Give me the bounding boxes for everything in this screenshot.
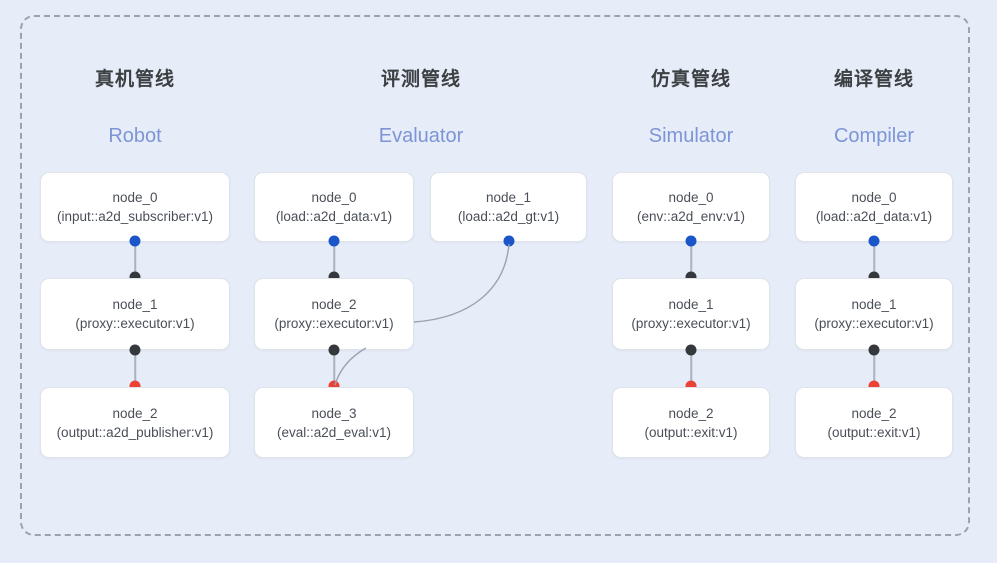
- column-title-en-robot: Robot: [108, 125, 162, 147]
- port-output-blue-icon[interactable]: [328, 235, 340, 247]
- node-card[interactable]: node_0 (env::a2d_env:v1): [612, 172, 770, 242]
- node-type: (output::exit:v1): [827, 424, 921, 440]
- node-name: node_0: [112, 190, 158, 205]
- node-name: node_1: [668, 297, 714, 312]
- port-input-red-icon[interactable]: [328, 380, 340, 392]
- node-type: (output::a2d_publisher:v1): [56, 424, 214, 440]
- node-card[interactable]: node_2 (output::exit:v1): [795, 387, 953, 458]
- port-output-black-icon[interactable]: [685, 344, 697, 356]
- node-type: (input::a2d_subscriber:v1): [56, 209, 214, 224]
- column-title-cn-simulator: 仿真管线: [650, 69, 731, 90]
- node-type: (output::exit:v1): [644, 424, 738, 440]
- port-input-red-icon[interactable]: [868, 380, 880, 392]
- node-card[interactable]: node_2 (output::a2d_publisher:v1): [40, 387, 230, 458]
- node-name: node_2: [112, 405, 158, 421]
- node-card[interactable]: node_0 (load::a2d_data:v1): [795, 172, 953, 242]
- port-output-blue-icon[interactable]: [685, 235, 697, 247]
- node-name: node_0: [668, 190, 714, 205]
- port-output-blue-icon[interactable]: [129, 235, 141, 247]
- node-type: (env::a2d_env:v1): [636, 209, 746, 224]
- node-type: (proxy::executor:v1): [631, 316, 751, 331]
- edge-connector: [690, 350, 692, 386]
- port-input-black-icon[interactable]: [328, 271, 340, 283]
- node-name: node_2: [668, 405, 714, 421]
- column-title-cn-robot: 真机管线: [94, 69, 175, 90]
- node-name: node_3: [311, 405, 357, 421]
- edge-connector: [873, 241, 875, 277]
- node-card[interactable]: node_0 (input::a2d_subscriber:v1): [40, 172, 230, 242]
- edge-connector: [690, 241, 692, 277]
- node-card[interactable]: node_1 (proxy::executor:v1): [795, 278, 953, 350]
- node-name: node_0: [851, 190, 897, 205]
- port-output-black-icon[interactable]: [129, 344, 141, 356]
- node-type: (proxy::executor:v1): [75, 316, 195, 331]
- column-title-cn-compiler: 编译管线: [833, 69, 914, 90]
- edge-connector: [873, 350, 875, 386]
- node-name: node_1: [112, 297, 158, 312]
- node-type: (load::a2d_data:v1): [815, 209, 933, 224]
- node-type: (proxy::executor:v1): [274, 316, 394, 331]
- port-input-black-icon[interactable]: [129, 271, 141, 283]
- column-title-cn-evaluator: 评测管线: [380, 69, 461, 90]
- edge-connector: [333, 241, 335, 277]
- node-name: node_2: [311, 297, 357, 312]
- node-card[interactable]: node_1 (load::a2d_gt:v1): [430, 172, 587, 242]
- edge-connector: [333, 350, 335, 386]
- port-output-black-icon[interactable]: [868, 344, 880, 356]
- node-card[interactable]: node_3 (eval::a2d_eval:v1): [254, 387, 414, 458]
- node-type: (eval::a2d_eval:v1): [276, 424, 392, 440]
- node-card[interactable]: node_2 (proxy::executor:v1): [254, 278, 414, 350]
- node-name: node_1: [851, 297, 897, 312]
- node-type: (proxy::executor:v1): [814, 316, 934, 331]
- column-title-en-compiler: Compiler: [833, 125, 915, 147]
- node-card[interactable]: node_1 (proxy::executor:v1): [612, 278, 770, 350]
- dashed-container-border: [20, 15, 970, 536]
- node-name: node_0: [311, 190, 357, 205]
- port-input-black-icon[interactable]: [685, 271, 697, 283]
- node-card[interactable]: node_1 (proxy::executor:v1): [40, 278, 230, 350]
- port-input-red-icon[interactable]: [685, 380, 697, 392]
- node-card[interactable]: node_2 (output::exit:v1): [612, 387, 770, 458]
- port-input-black-icon[interactable]: [868, 271, 880, 283]
- node-type: (load::a2d_data:v1): [275, 209, 393, 224]
- node-name: node_2: [851, 405, 897, 421]
- edge-connector: [134, 241, 136, 277]
- port-output-blue-icon[interactable]: [503, 235, 515, 247]
- port-output-blue-icon[interactable]: [868, 235, 880, 247]
- column-title-en-simulator: Simulator: [648, 125, 734, 147]
- node-card[interactable]: node_0 (load::a2d_data:v1): [254, 172, 414, 242]
- node-type: (load::a2d_gt:v1): [457, 209, 560, 224]
- port-output-black-icon[interactable]: [328, 344, 340, 356]
- node-name: node_1: [485, 190, 532, 205]
- column-title-en-evaluator: Evaluator: [378, 125, 464, 147]
- port-input-red-icon[interactable]: [129, 380, 141, 392]
- edge-connector: [134, 350, 136, 386]
